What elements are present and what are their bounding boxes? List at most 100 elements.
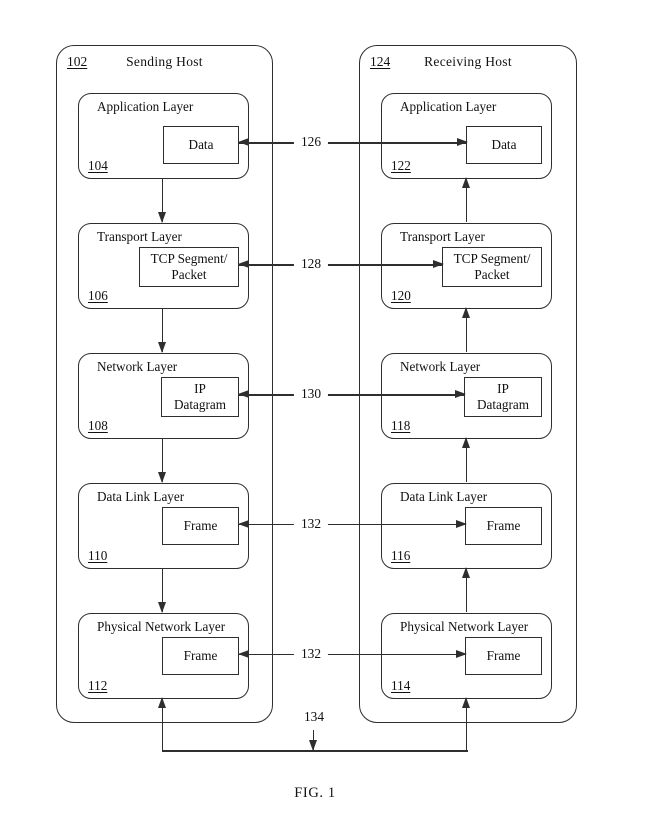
layer-title: Physical Network Layer	[400, 619, 529, 634]
arrowhead-right-icon	[456, 650, 467, 659]
payload-box: Frame	[162, 507, 239, 545]
arrowhead-down-icon	[158, 602, 167, 613]
layer-title: Data Link Layer	[97, 489, 185, 504]
arrowhead-down-icon	[158, 472, 167, 483]
layer-title: Data Link Layer	[400, 489, 488, 504]
arrowhead-down-icon	[158, 342, 167, 353]
arrowhead-up-icon	[462, 177, 471, 188]
layer-ref: 112	[88, 678, 108, 693]
payload-box: TCP Segment/ Packet	[139, 247, 239, 287]
flow-arrow-sending-app-to-transport	[158, 178, 167, 223]
layer-title: Network Layer	[97, 359, 178, 374]
payload-box: Frame	[162, 637, 239, 675]
layer-box-receiving-application: Application Layer Data 122	[381, 93, 552, 179]
flow-arrow-sending-datalink-to-physical	[158, 568, 167, 613]
connection-arrow-datalink: 132	[238, 514, 467, 533]
payload-label: Data	[188, 136, 214, 152]
arrowhead-up-icon	[462, 437, 471, 448]
arrowhead-up-icon	[158, 697, 167, 708]
arrowhead-down-icon	[309, 740, 318, 751]
arrowhead-up-icon	[462, 567, 471, 578]
arrowhead-left-icon	[238, 260, 249, 269]
physical-link-left-arrow	[158, 697, 167, 751]
layer-title: Transport Layer	[400, 229, 485, 244]
layer-box-sending-transport: Transport Layer TCP Segment/ Packet 106	[78, 223, 249, 309]
layer-box-receiving-network: Network Layer IP Datagram 118	[381, 353, 552, 439]
flow-arrow-receiving-datalink-to-network	[462, 437, 471, 482]
payload-box: Frame	[465, 507, 542, 545]
payload-label: IP Datagram	[174, 380, 226, 413]
sending-host-box: 102 Sending Host Application Layer Data …	[56, 45, 273, 723]
arrowhead-left-icon	[238, 390, 249, 399]
payload-label: Data	[491, 136, 517, 152]
payload-box: Data	[163, 126, 239, 164]
layer-ref: 116	[391, 548, 411, 563]
arrowhead-right-icon	[433, 260, 444, 269]
layer-ref: 118	[391, 418, 411, 433]
connection-arrow-physical: 132	[238, 644, 467, 663]
payload-label: Frame	[486, 647, 521, 663]
arrowhead-up-icon	[462, 697, 471, 708]
sending-host-title: Sending Host	[126, 54, 203, 69]
arrowhead-down-icon	[158, 212, 167, 223]
payload-box: Data	[466, 126, 542, 164]
physical-link-pointer	[309, 730, 318, 751]
arrowhead-up-icon	[462, 307, 471, 318]
figure-caption: FIG. 1	[294, 785, 336, 801]
flow-arrow-receiving-physical-to-datalink	[462, 567, 471, 612]
layer-ref: 110	[88, 548, 108, 563]
arrowhead-left-icon	[238, 650, 249, 659]
receiving-host-box: 124 Receiving Host Application Layer Dat…	[359, 45, 577, 723]
connection-label: 132	[293, 644, 329, 663]
layer-title: Application Layer	[97, 99, 194, 114]
layer-ref: 114	[391, 678, 411, 693]
layer-ref: 108	[88, 418, 108, 433]
payload-label: IP Datagram	[477, 380, 529, 413]
layer-box-sending-network: Network Layer IP Datagram 108	[78, 353, 249, 439]
connection-label: 128	[293, 254, 329, 273]
layer-ref: 104	[88, 158, 108, 173]
layer-box-sending-datalink: Data Link Layer Frame 110	[78, 483, 249, 569]
layer-title: Physical Network Layer	[97, 619, 226, 634]
layer-ref: 106	[88, 288, 108, 303]
physical-link-label: 134	[303, 709, 325, 724]
connection-label: 126	[293, 132, 329, 151]
payload-box: Frame	[465, 637, 542, 675]
payload-label: Frame	[183, 517, 218, 533]
payload-box: TCP Segment/ Packet	[442, 247, 542, 287]
payload-label: TCP Segment/ Packet	[453, 250, 531, 283]
connection-label: 132	[293, 514, 329, 533]
flow-arrow-sending-network-to-datalink	[158, 438, 167, 483]
layer-title: Transport Layer	[97, 229, 182, 244]
connection-arrow-application: 126	[238, 132, 468, 151]
arrowhead-right-icon	[457, 138, 468, 147]
connection-label: 130	[293, 384, 329, 403]
flow-arrow-receiving-network-to-transport	[462, 307, 471, 352]
receiving-host-title: Receiving Host	[424, 54, 512, 69]
layer-title: Application Layer	[400, 99, 497, 114]
arrowhead-left-icon	[238, 138, 249, 147]
payload-label: Frame	[183, 647, 218, 663]
layer-box-sending-application: Application Layer Data 104	[78, 93, 249, 179]
connection-arrow-network: 130	[238, 384, 466, 403]
layer-ref: 120	[391, 288, 411, 303]
layer-ref: 122	[391, 158, 411, 173]
layer-box-sending-physical: Physical Network Layer Frame 112	[78, 613, 249, 699]
arrowhead-right-icon	[455, 390, 466, 399]
physical-link-right-arrow	[462, 697, 471, 751]
sending-host-ref: 102	[67, 54, 88, 69]
layer-box-receiving-physical: Physical Network Layer Frame 114	[381, 613, 552, 699]
arrowhead-right-icon	[456, 520, 467, 529]
flow-arrow-receiving-transport-to-app	[462, 177, 471, 222]
layer-title: Network Layer	[400, 359, 481, 374]
arrowhead-left-icon	[238, 520, 249, 529]
receiving-host-ref: 124	[370, 54, 391, 69]
flow-arrow-sending-transport-to-network	[158, 308, 167, 353]
payload-box: IP Datagram	[464, 377, 542, 417]
layer-box-receiving-datalink: Data Link Layer Frame 116	[381, 483, 552, 569]
payload-box: IP Datagram	[161, 377, 239, 417]
connection-arrow-transport: 128	[238, 254, 444, 273]
layer-box-receiving-transport: Transport Layer TCP Segment/ Packet 120	[381, 223, 552, 309]
payload-label: Frame	[486, 517, 521, 533]
